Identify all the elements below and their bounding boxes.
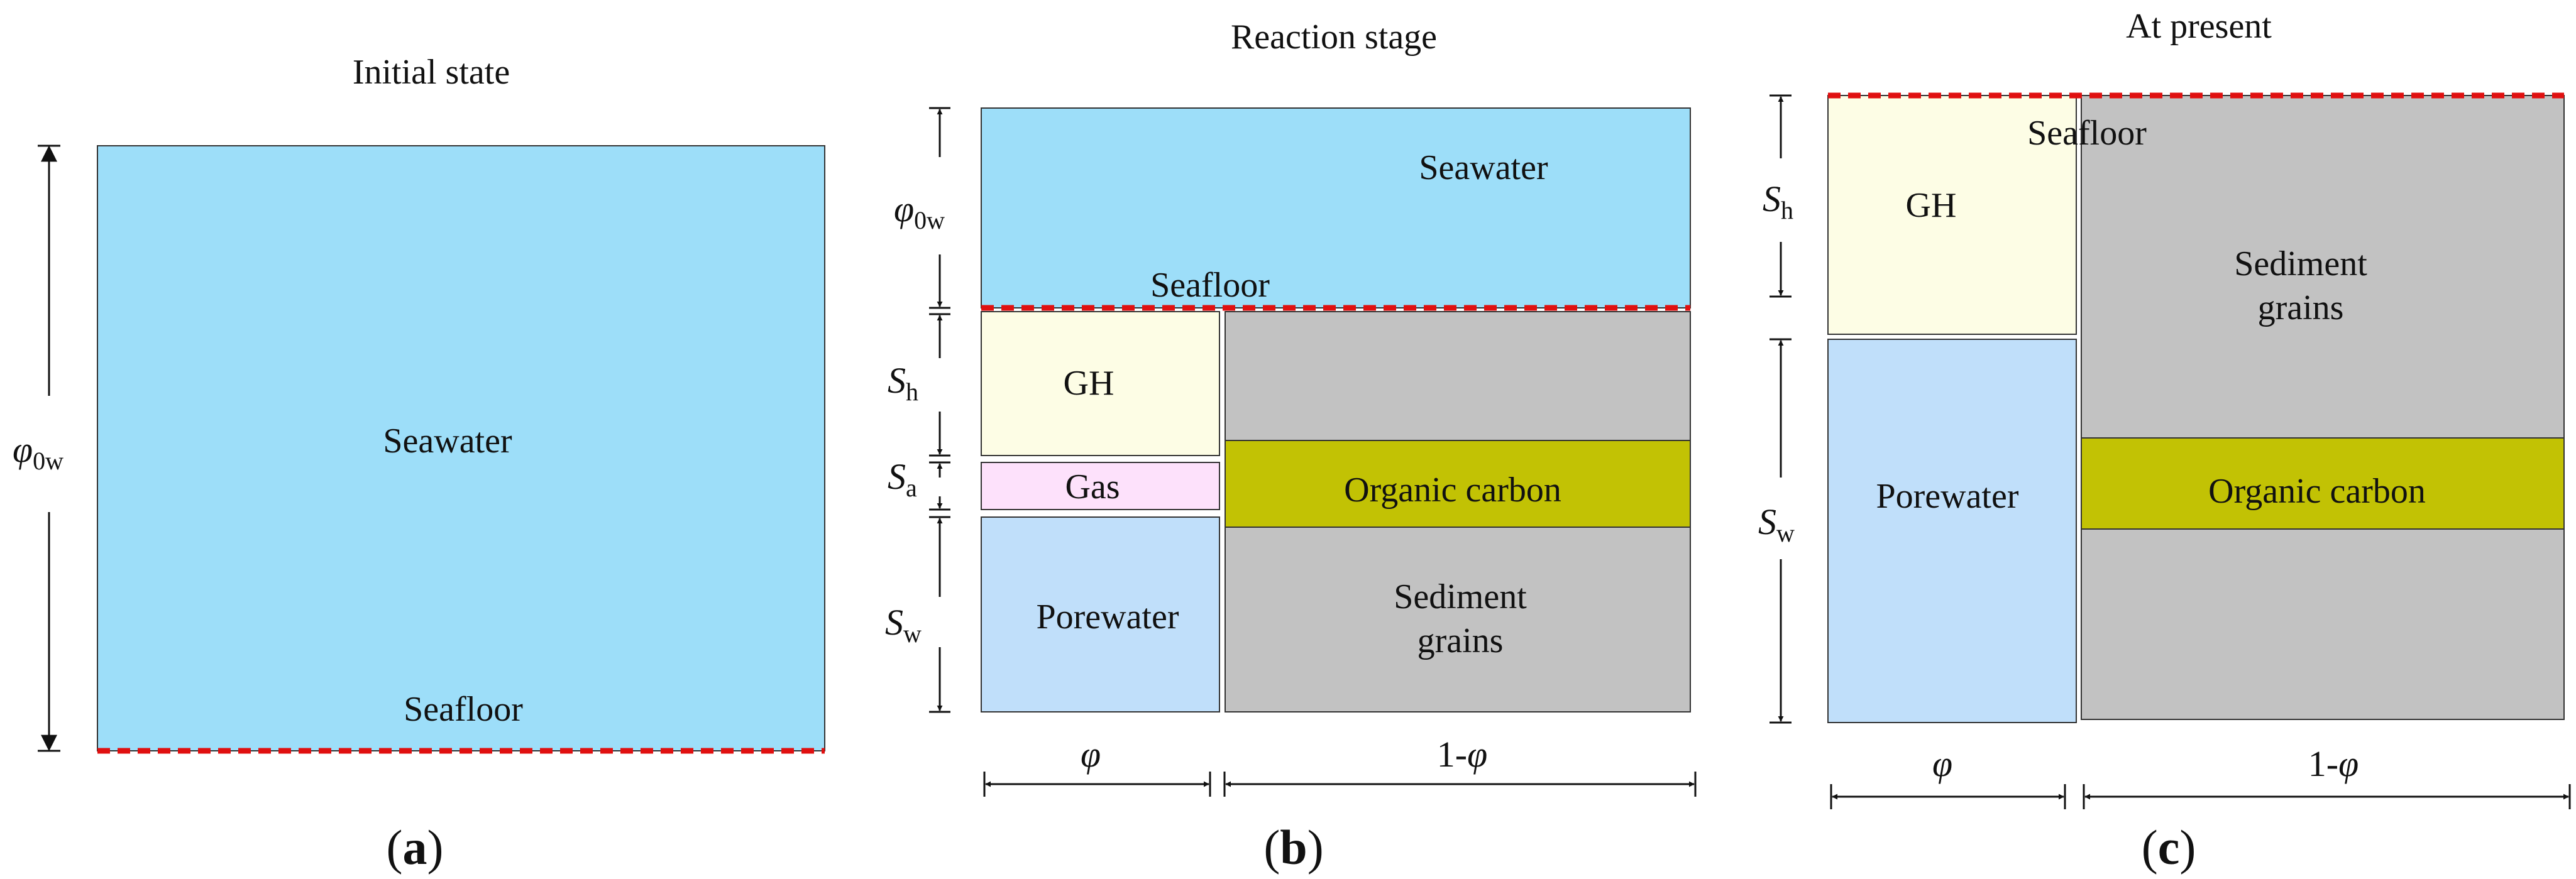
panel-c-title: At present <box>2126 7 2272 46</box>
panel-a-seawater-label: Seawater <box>383 422 512 461</box>
panel-b-gas-box <box>981 462 1220 510</box>
panel-c-sediment-lower <box>2081 528 2565 720</box>
panel-a-title: Initial state <box>353 53 510 92</box>
panel-b-porewater-label: Porewater <box>1036 598 1179 636</box>
panel-b-one-minus-phi-label: 1-φ <box>1437 734 1487 775</box>
panel-b-gh-label: GH <box>1064 364 1115 403</box>
panel-c-organic-carbon-box <box>2081 437 2565 530</box>
panel-c-caption: (c) <box>2142 820 2196 875</box>
panel-b-sediment-lower <box>1225 527 1691 712</box>
panel-b-sediment-label-1: Sediment <box>1394 577 1527 616</box>
panel-b-organic-carbon-box <box>1225 440 1691 528</box>
panel-a-seafloor-label: Seafloor <box>404 690 523 729</box>
panel-b-gh-box <box>981 311 1220 456</box>
panel-b-porewater-box <box>981 516 1220 712</box>
panel-b-organic-carbon-label: Organic carbon <box>1344 471 1561 510</box>
panel-b-seawater-label: Seawater <box>1419 148 1548 187</box>
panel-a: Initial state Seawater Seafloor φ0w (a) <box>13 53 825 875</box>
panel-b-title: Reaction stage <box>1231 18 1437 57</box>
panel-b-sh-label: Sh <box>888 360 918 406</box>
panel-b-sediment-label-2: grains <box>1417 621 1504 660</box>
panel-b-seawater-box <box>981 107 1691 308</box>
panel-c-gh-box <box>1827 95 2077 335</box>
panel-b-caption: (b) <box>1263 820 1323 875</box>
panel-c-one-minus-phi-label: 1-φ <box>2308 743 2359 784</box>
panel-c-phi-label: φ <box>1932 743 1952 784</box>
panel-c-porewater-box <box>1827 339 2077 723</box>
panel-c: At present GH Porewater Sediment grains … <box>1758 7 2571 875</box>
panel-c-sediment-label-1: Sediment <box>2234 244 2367 283</box>
panel-b: Reaction stage Seawater Seafloor GH Gas … <box>885 18 1697 875</box>
panel-b-seafloor-label: Seafloor <box>1150 266 1270 305</box>
panel-b-phi-label: φ <box>1081 734 1101 775</box>
panel-a-caption: (a) <box>387 820 444 875</box>
panel-c-sh-label: Sh <box>1763 178 1793 224</box>
panel-c-sediment-label-2: grains <box>2258 288 2344 327</box>
panel-c-organic-carbon-label: Organic carbon <box>2208 472 2426 511</box>
panel-c-sediment-upper <box>2081 95 2565 439</box>
panel-b-sw-label: Sw <box>885 602 922 648</box>
panel-b-gas-label: Gas <box>1065 467 1120 506</box>
panel-b-sediment-upper <box>1225 311 1691 441</box>
panel-c-sw-label: Sw <box>1758 501 1795 547</box>
panel-a-seawater-box <box>97 145 825 751</box>
panel-c-seafloor-label: Seafloor <box>2027 114 2147 153</box>
panel-c-gh-label: GH <box>1906 186 1957 225</box>
panel-c-porewater-label: Porewater <box>1876 477 2018 516</box>
panel-a-phi0w-label: φ0w <box>13 429 63 475</box>
panel-b-sa-label: Sa <box>888 456 917 502</box>
panel-b-phi0w-label: φ0w <box>894 188 945 234</box>
